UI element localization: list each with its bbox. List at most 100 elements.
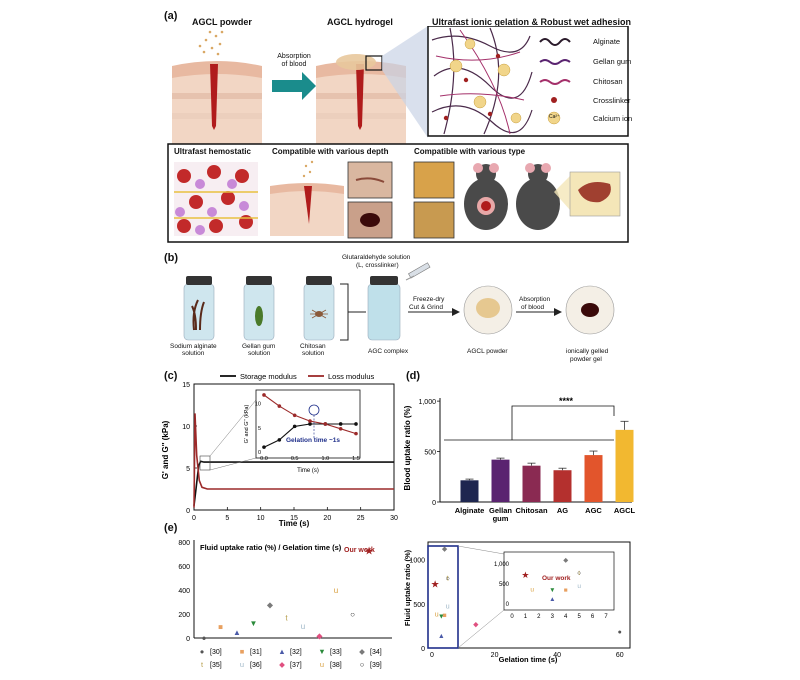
inset-point-ref: ▼ (549, 587, 555, 594)
category-label: Chitosan (515, 506, 548, 515)
legend-symbol: u (320, 660, 324, 669)
y-tick-label: 0 (186, 636, 190, 643)
inset-point-ref: t (578, 570, 580, 577)
glutaraldehyde-line1: Glutaraldehyde solution (342, 254, 411, 261)
legend-symbol: ◆ (359, 647, 366, 656)
point-ref: ▼ (438, 613, 445, 620)
vial-label-chitosan-2: solution (302, 350, 325, 357)
inset-x-tick-label: 3 (551, 614, 555, 620)
point-ref-1: ■ (218, 623, 223, 632)
inset-x-tick-label: 2 (537, 614, 541, 620)
panel-e-letter: (e) (164, 522, 178, 534)
point-ref-7: ◆ (316, 632, 323, 641)
point-ref: ◆ (442, 546, 448, 553)
series-line-storage (193, 460, 394, 506)
legend-ref-label: [33] (330, 649, 342, 656)
point-ref: ◆ (473, 621, 479, 628)
x-tick-label: 30 (390, 515, 398, 522)
y-axis-label: G' and G'' (kPa) (161, 420, 170, 479)
legend-ref-label: [39] (370, 662, 382, 669)
inset-point-storage (308, 422, 312, 426)
legend-symbol: ● (200, 647, 205, 656)
inset-point-storage (354, 422, 358, 426)
skin-hydrogel-illustration (316, 54, 406, 152)
mouse-illustration-1 (464, 163, 508, 230)
inset-y-tick-label: 0 (258, 450, 261, 456)
category-label: Gellan (489, 506, 512, 515)
legend-symbol: u (240, 660, 244, 669)
category-label: gum (493, 514, 509, 523)
ca-ion-label: Ca²⁺ (549, 114, 560, 120)
inset-y-label: G' and G'' (kPa) (244, 405, 250, 444)
hemostatic-illustration (174, 162, 258, 236)
y-tick-label: 0 (432, 500, 436, 507)
depth-title: Compatible with various depth (272, 147, 389, 156)
step1-line1: Freeze-dry (413, 296, 445, 303)
glutaraldehyde-line2: (L, crosslinker) (356, 262, 399, 269)
x-tick-label: 60 (616, 652, 624, 659)
arrow-label-line1: Absorption (277, 53, 311, 60)
significance-stars: **** (559, 396, 574, 406)
point-ref: t (447, 575, 449, 582)
inset-y-tick-label: 1,000 (494, 562, 510, 568)
point-ref-2: ▲ (233, 628, 241, 637)
legend-ref-label: [36] (250, 662, 262, 669)
x-tick-label: 0 (430, 652, 434, 659)
vial-chitosan (303, 276, 335, 341)
powder-title: AGCL powder (192, 17, 252, 27)
inset-point-storage (262, 445, 266, 449)
panel-b-illustration (183, 262, 615, 341)
vial-alginate (183, 276, 215, 341)
vial-label-gellan-1: Gellan gum (242, 343, 276, 350)
step2-line2: of blood (521, 304, 545, 311)
dish-agcl-powder (463, 285, 513, 335)
legend-calcium-ion: Calcium ion (593, 114, 633, 123)
mechanism-legend (539, 38, 571, 125)
type-photo-1 (413, 161, 455, 199)
y-tick-label: 0 (186, 508, 190, 515)
inset-point-loss (292, 413, 297, 418)
point-ref-0: ● (202, 634, 207, 643)
legend-symbol: ▲ (278, 647, 285, 656)
legend-symbol: ▼ (318, 647, 325, 656)
vial-gellan-gum (243, 276, 275, 341)
left-chart-title: Fluid uptake ratio (%) / Gelation time (… (200, 543, 342, 552)
legend-ref-label: [30] (210, 649, 222, 656)
x-tick-label: 0 (192, 515, 196, 522)
inset-point-loss (262, 393, 266, 397)
our-work-star-icon: ★ (431, 579, 440, 590)
y-tick-label: 15 (182, 382, 190, 389)
inset-point-ref: u (530, 586, 534, 593)
inset-series (262, 393, 358, 449)
wound-photo-1 (347, 161, 393, 199)
inset-x-tick-label: 4 (564, 614, 568, 620)
inset-x-tick-label: 5 (577, 614, 581, 620)
step2-line1: Absorption (519, 296, 551, 303)
legend-symbol: ■ (240, 647, 245, 656)
type-photo-2 (413, 201, 455, 239)
vial-label-agc: AGC complex (368, 348, 409, 355)
legend-ref-label: [34] (370, 649, 382, 656)
vial-label-alginate-2: solution (182, 350, 205, 357)
inset-y-tick-label: 0 (506, 602, 510, 608)
legend-crosslinker: Crosslinker (593, 96, 631, 105)
legend-gellan-gum: Gellan gum (593, 57, 632, 66)
vial-agc-complex (367, 276, 401, 341)
mouse-illustration-2 (516, 163, 560, 230)
panel-d-letter: (d) (406, 370, 421, 382)
legend-ref-label: [31] (250, 649, 262, 656)
x-axis-label: Gelation time (s) (499, 655, 558, 664)
our-work-label: Our work (344, 547, 375, 554)
gel-label-2: powder gel (570, 356, 602, 363)
series-line-loss (193, 413, 394, 508)
inset-x-tick-label: 0.0 (260, 456, 268, 462)
inset-point-storage (277, 438, 282, 442)
vial-label-alginate-1: Sodium alginate (170, 343, 217, 350)
inset-x-tick-label: 7 (604, 614, 608, 620)
scatter-points: ●■▲▼◆tu◆u○★ (202, 546, 374, 643)
